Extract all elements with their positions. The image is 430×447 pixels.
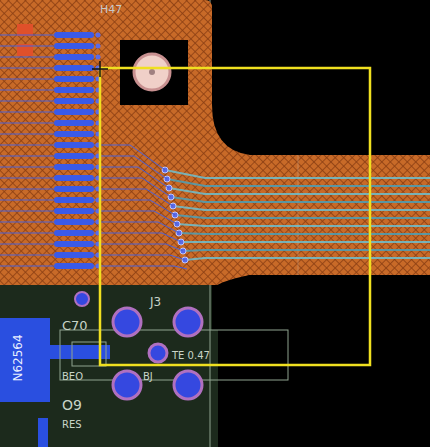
trace — [0, 34, 54, 35]
ref-designator: RES — [62, 420, 82, 430]
ref-designator: BEO — [62, 372, 83, 382]
ref-designator: BJ — [143, 372, 153, 382]
trace — [0, 100, 54, 101]
smd-pad — [17, 24, 33, 36]
flex-trace — [183, 250, 430, 251]
flex-trace — [177, 224, 430, 226]
smd-pad — [54, 164, 94, 170]
trace — [0, 199, 54, 200]
flex-trace — [175, 215, 430, 218]
silk-outline — [60, 330, 288, 380]
smd-pad — [54, 153, 94, 159]
trace — [94, 189, 173, 206]
trace — [38, 418, 48, 447]
trace — [0, 188, 54, 189]
th-pads — [75, 292, 202, 399]
smd-pad — [54, 252, 94, 258]
trace — [94, 255, 185, 260]
trace — [0, 155, 54, 156]
trace — [0, 177, 54, 178]
flex-trace — [181, 241, 430, 243]
trace — [0, 232, 54, 233]
smd-pad — [54, 230, 94, 236]
smd-pad — [54, 98, 94, 104]
flex-trace — [179, 233, 430, 234]
hole-center — [149, 69, 155, 75]
mounting-hole — [134, 54, 170, 90]
smd-pad — [54, 54, 94, 60]
ref-designator: TE 0.47 — [172, 351, 210, 361]
smd-pad — [54, 109, 94, 115]
smd-pad — [54, 197, 94, 203]
trace — [94, 233, 181, 242]
trace — [0, 210, 54, 211]
smd-pad — [54, 131, 94, 137]
hole-keepout — [120, 40, 188, 105]
trace — [0, 254, 54, 255]
smd-pad — [54, 76, 94, 82]
ref-designator: O9 — [62, 398, 82, 412]
smd-pad — [54, 175, 94, 181]
smd-pad — [54, 120, 94, 126]
selection-box — [100, 68, 370, 365]
trace — [0, 89, 54, 90]
smd-pad — [54, 32, 94, 38]
trace — [0, 67, 54, 68]
flex-trace — [167, 179, 430, 186]
trace — [94, 266, 187, 269]
ic-body — [0, 318, 50, 402]
smd-pad — [54, 186, 94, 192]
cutout — [212, 275, 430, 447]
smd-pad — [54, 219, 94, 225]
trace — [0, 221, 54, 222]
via — [96, 33, 101, 38]
trace — [94, 145, 165, 170]
trace — [94, 244, 183, 251]
ref-designator: C70 — [62, 319, 88, 332]
trace — [0, 122, 54, 123]
trace — [94, 222, 179, 233]
trace — [0, 78, 54, 79]
flex-trace — [185, 258, 430, 260]
flex-trace — [173, 206, 430, 210]
trace — [94, 200, 175, 215]
trace — [0, 111, 54, 112]
ref-designator: H47 — [100, 4, 122, 15]
trace — [0, 56, 54, 57]
flex-trace — [165, 170, 430, 178]
smd-pad — [54, 142, 94, 148]
flex-trace — [169, 188, 430, 194]
ref-designator: J3 — [150, 296, 161, 308]
trace — [94, 178, 171, 197]
flex-trace — [171, 197, 430, 202]
trace — [0, 144, 54, 145]
trace — [0, 166, 54, 167]
trace — [0, 45, 54, 46]
via — [96, 44, 101, 49]
flex-traces — [162, 167, 430, 263]
cursor-cross — [92, 61, 108, 77]
trace — [0, 265, 54, 266]
smd-pad — [54, 208, 94, 214]
via — [96, 55, 101, 60]
smd-pad — [54, 43, 94, 49]
trace — [0, 133, 54, 134]
smd-pad — [54, 241, 94, 247]
smd-pad — [54, 65, 94, 71]
smd-pad — [54, 263, 94, 269]
trace — [0, 243, 54, 244]
part-value: N62564 — [12, 334, 24, 381]
smd-pad — [54, 87, 94, 93]
